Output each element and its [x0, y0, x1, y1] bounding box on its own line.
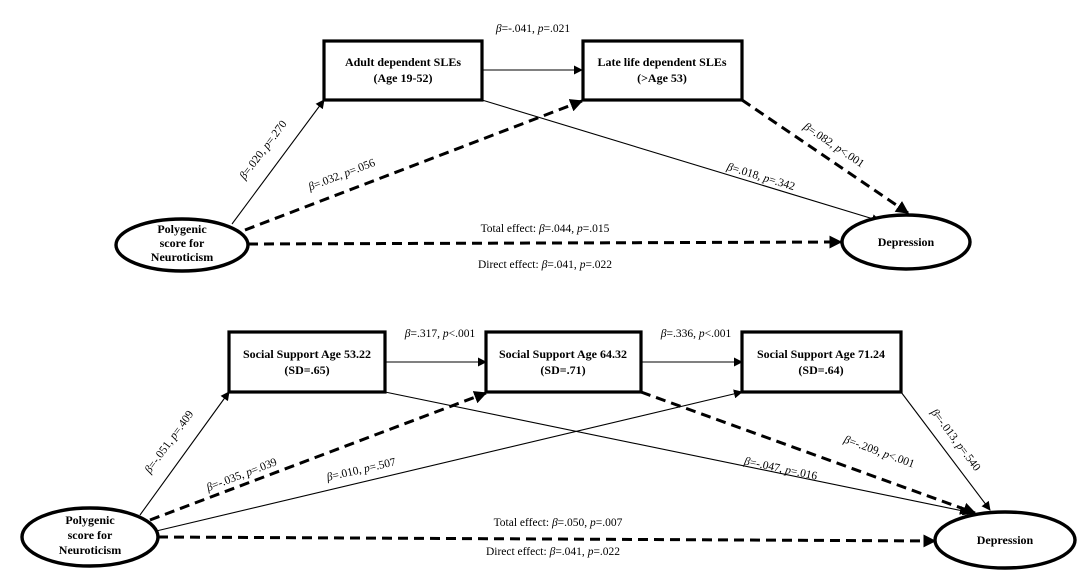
- svg-text:score for: score for: [68, 528, 113, 542]
- svg-text:Polygenic: Polygenic: [65, 513, 115, 527]
- svg-text:Social Support Age 53.22: Social Support Age 53.22: [243, 347, 371, 361]
- svg-text:(SD=.71): (SD=.71): [540, 363, 585, 377]
- edge-pgs-to-depression: [247, 235, 843, 249]
- svg-text:Social Support Age 71.24: Social Support Age 71.24: [757, 347, 885, 361]
- svg-text:(Age 19-52): (Age 19-52): [374, 71, 433, 85]
- svg-text:Adult dependent SLEs: Adult dependent SLEs: [345, 55, 461, 69]
- svg-text:(>Age 53): (>Age 53): [637, 71, 687, 85]
- node-social-support-53: Social Support Age 53.22 (SD=.65): [227, 330, 387, 394]
- edge-pgs-to-ss2: [149, 391, 488, 522]
- svg-text:(SD=.65): (SD=.65): [284, 363, 329, 377]
- label-direct-effect-b: Direct effect: β=.041, p=.022: [486, 546, 620, 558]
- node-social-support-71: Social Support Age 71.24 (SD=.64): [740, 330, 903, 394]
- node-depression-b: Depression: [933, 510, 1077, 570]
- edge-adult-to-depression: [481, 99, 881, 223]
- label-total-effect-b: Total effect: β=.050, p=.007: [494, 517, 623, 529]
- edge-ss1-to-depression: [384, 391, 969, 515]
- label-pgs-to-adult: β=.020, p=.270: [237, 118, 290, 182]
- label-direct-effect-a: Direct effect: β=.041, p=.022: [478, 259, 612, 271]
- edge-pgs-to-adult: [231, 99, 325, 225]
- svg-text:Late life dependent SLEs: Late life dependent SLEs: [597, 55, 726, 69]
- panel-a: Adult dependent SLEs (Age 19-52) Late li…: [114, 23, 972, 273]
- label-ss2-to-ss3: β=.336, p<.001: [660, 328, 732, 340]
- svg-text:(SD=.64): (SD=.64): [798, 363, 843, 377]
- node-adult-sles: Adult dependent SLEs (Age 19-52): [322, 39, 484, 102]
- label-ss1-to-depression: β=-.047, p=.016: [742, 455, 818, 482]
- node-social-support-64: Social Support Age 64.32 (SD=.71): [484, 330, 643, 394]
- svg-text:Depression: Depression: [878, 235, 935, 249]
- svg-text:Polygenic: Polygenic: [157, 222, 207, 236]
- svg-text:Social Support Age 64.32: Social Support Age 64.32: [499, 347, 627, 361]
- label-pgs-to-ss2: β=-.035, p=.039: [204, 456, 279, 494]
- node-late-sles: Late life dependent SLEs (>Age 53): [581, 39, 744, 102]
- svg-text:Depression: Depression: [977, 533, 1034, 547]
- label-adult-to-late: β=-.041, p=.021: [495, 23, 571, 35]
- node-polygenic-score-a: Polygenic score for Neuroticism: [114, 217, 250, 273]
- edge-pgs-to-ss3: [151, 389, 743, 533]
- panel-b: Social Support Age 53.22 (SD=.65) Social…: [20, 328, 1077, 570]
- label-pgs-to-late: β=.032, p=.056: [306, 157, 377, 194]
- edge-pgs-to-depression-b: [157, 534, 937, 548]
- edge-ss3-to-depression: [900, 391, 991, 511]
- label-pgs-to-ss3: β=.010, p=.507: [325, 456, 398, 484]
- svg-text:Neuroticism: Neuroticism: [59, 543, 121, 557]
- label-total-effect-a: Total effect: β=.044, p=.015: [481, 223, 610, 235]
- label-ss1-to-ss2: β=.317, p<.001: [404, 328, 476, 340]
- label-pgs-to-ss1: β=-.051, p=.409: [142, 408, 196, 476]
- svg-text:Neuroticism: Neuroticism: [151, 250, 213, 264]
- svg-text:score for: score for: [160, 236, 205, 250]
- edge-pgs-to-ss1: [139, 391, 230, 516]
- edge-late-to-depression: [741, 98, 910, 215]
- edge-pgs-to-late: [244, 99, 584, 232]
- label-ss2-to-depression: β=-.209, p<.001: [841, 433, 916, 470]
- node-polygenic-score-b: Polygenic score for Neuroticism: [20, 506, 160, 568]
- node-depression-a: Depression: [840, 213, 972, 271]
- edge-ss2-to-depression: [640, 390, 977, 516]
